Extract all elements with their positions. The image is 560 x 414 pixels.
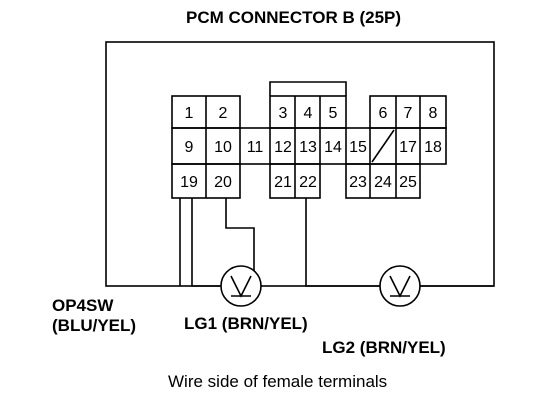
wire-label-lg1: LG1 (BRN/YEL) <box>184 314 308 333</box>
terminal-12: 12 <box>274 139 292 156</box>
terminal-9: 9 <box>185 139 194 156</box>
terminal-17: 17 <box>399 139 417 156</box>
terminal-15: 15 <box>349 139 367 156</box>
terminal-24: 24 <box>374 174 392 191</box>
wire-label-lg2: LG2 (BRN/YEL) <box>322 338 446 357</box>
terminal-19: 19 <box>180 174 198 191</box>
terminal-13: 13 <box>299 139 317 156</box>
terminal-20: 20 <box>214 174 232 191</box>
terminal-1: 1 <box>185 105 194 122</box>
terminal-23: 23 <box>349 174 367 191</box>
connector-outline <box>105 41 495 287</box>
voltmeter-icon <box>220 265 262 307</box>
wire-color-op4sw: (BLU/YEL) <box>52 316 137 335</box>
terminal-3: 3 <box>279 105 288 122</box>
terminal-4: 4 <box>304 105 313 122</box>
terminal-6: 6 <box>379 105 388 122</box>
wiring <box>179 198 494 287</box>
terminal-11: 11 <box>247 139 264 156</box>
terminal-14: 14 <box>324 139 342 156</box>
terminal-labels: 1 2 3 4 5 6 7 8 9 10 11 12 13 14 15 17 1… <box>180 105 442 191</box>
terminal-10: 10 <box>214 139 232 156</box>
terminal-18: 18 <box>424 139 442 156</box>
terminal-5: 5 <box>329 105 338 122</box>
terminal-22: 22 <box>299 174 317 191</box>
terminal-7: 7 <box>404 105 413 122</box>
wire-label-op4sw: OP4SW <box>52 296 114 315</box>
diagram-title: PCM CONNECTOR B (25P) <box>186 8 402 27</box>
terminal-8: 8 <box>429 105 438 122</box>
terminal-21: 21 <box>274 174 292 191</box>
diagram-caption: Wire side of female terminals <box>168 372 388 391</box>
voltmeter-icon <box>379 265 421 307</box>
terminal-2: 2 <box>219 105 228 122</box>
terminal-25: 25 <box>399 174 417 191</box>
